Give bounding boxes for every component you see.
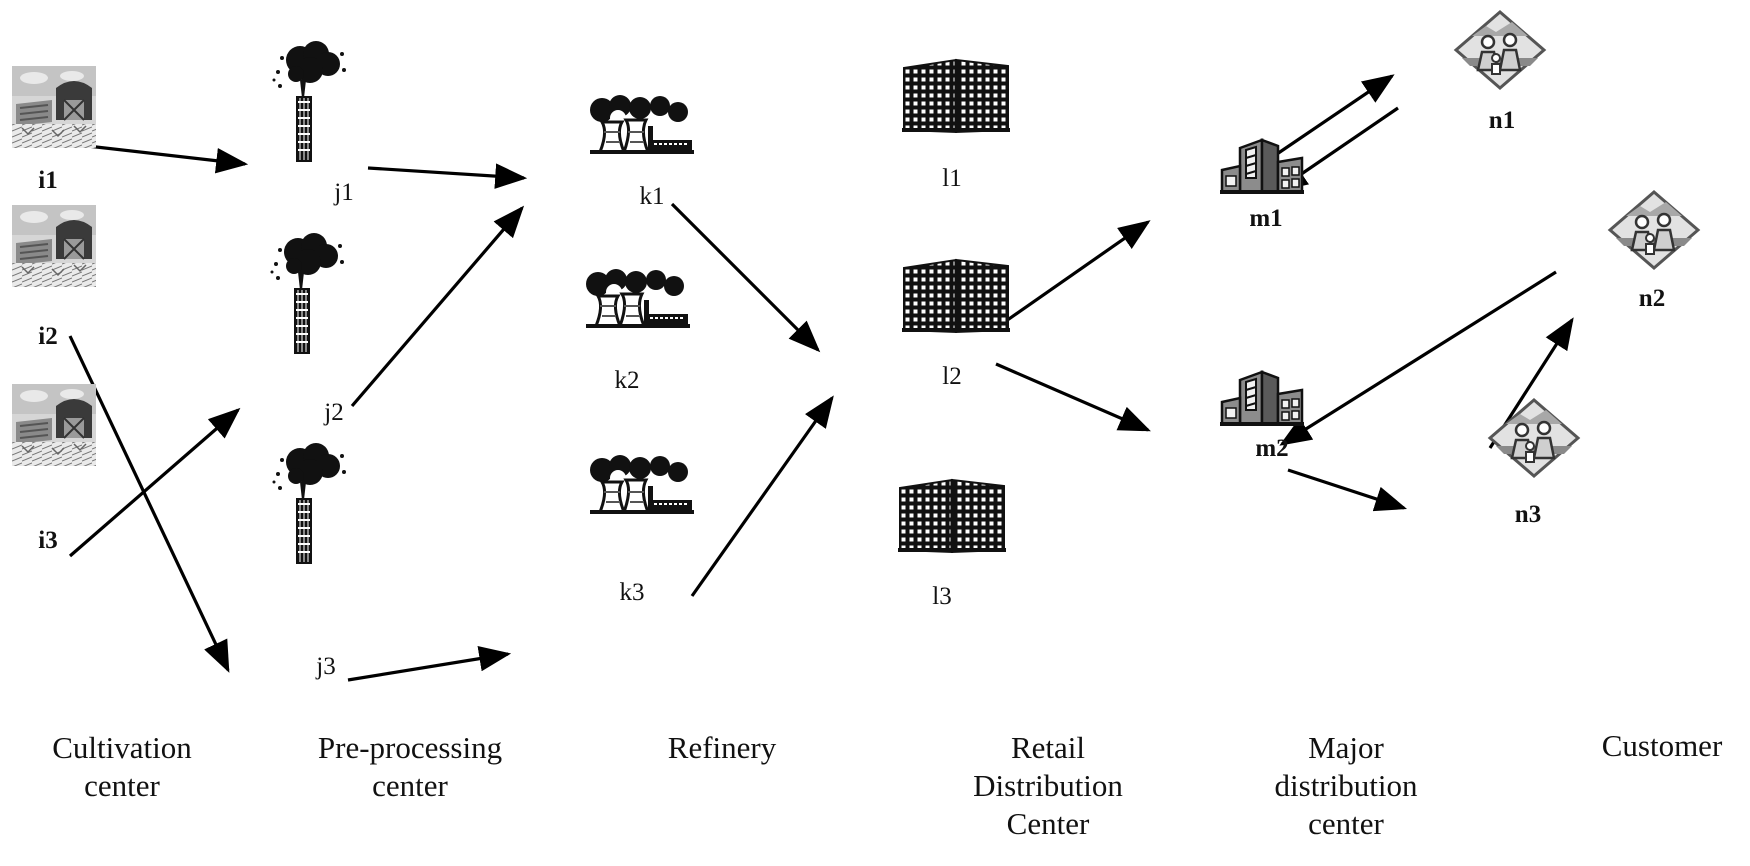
edge-j1-to-k1 xyxy=(367,163,528,189)
customer-family-icon xyxy=(1454,10,1546,90)
node-label-j2: j2 xyxy=(323,399,343,426)
stage-label-line: Cultivation xyxy=(52,730,192,765)
node-k2: k2 xyxy=(584,267,692,394)
smokestack-icon xyxy=(271,442,347,565)
office-building-icon xyxy=(900,258,1012,334)
customer-family-icon xyxy=(1608,190,1700,270)
node-label-i3: i3 xyxy=(38,527,57,554)
node-i2: i2 xyxy=(11,204,97,350)
node-label-k1: k1 xyxy=(640,183,665,210)
edges-layer xyxy=(68,74,1574,682)
node-label-n1: n1 xyxy=(1489,107,1515,134)
office-building-icon xyxy=(896,478,1008,554)
nodes-layer: i1 i2 i3 j1 j2 j3 k1 k2 k3 l1 l2 l3 m1 m2 n1 n2 n3 xyxy=(11,10,1700,680)
node-k3: k3 xyxy=(588,453,696,606)
edge-i1-to-j1 xyxy=(69,142,249,174)
stage-label-line: Retail xyxy=(1011,730,1085,765)
edge-m2-to-n3 xyxy=(1287,468,1408,512)
node-m2: m2 xyxy=(1218,370,1306,462)
stage-label-line: Distribution xyxy=(973,768,1123,803)
stage-label-line: distribution xyxy=(1275,768,1418,803)
node-i3: i3 xyxy=(11,383,97,554)
node-label-i2: i2 xyxy=(38,323,57,350)
node-label-m1: m1 xyxy=(1249,205,1282,232)
stage-label-line: Customer xyxy=(1602,728,1723,763)
edge-l2-to-m2 xyxy=(995,362,1151,432)
node-label-n2: n2 xyxy=(1639,285,1665,312)
node-label-j1: j1 xyxy=(333,179,353,206)
edge-i3-to-j2 xyxy=(68,407,241,558)
node-m1: m1 xyxy=(1218,138,1306,232)
node-label-i1: i1 xyxy=(38,167,57,194)
warehouse-building-icon xyxy=(1218,370,1306,428)
node-k1: k1 xyxy=(588,93,696,210)
node-label-k3: k3 xyxy=(620,579,645,606)
node-label-l2: l2 xyxy=(942,363,961,390)
stage-label-line: center xyxy=(84,768,160,803)
node-l2: l2 xyxy=(900,258,1012,390)
node-n1: n1 xyxy=(1454,10,1546,134)
node-n2: n2 xyxy=(1608,190,1700,312)
node-label-k2: k2 xyxy=(615,367,640,394)
stage-label-line: center xyxy=(1308,806,1384,841)
edge-i2-to-j3 xyxy=(68,335,230,673)
node-l1: l1 xyxy=(900,58,1012,192)
edge-k3-to-l2 xyxy=(690,395,834,597)
node-n3: n3 xyxy=(1488,398,1580,528)
warehouse-building-icon xyxy=(1218,138,1306,196)
edge-n2-to-m2 xyxy=(1279,270,1557,446)
stage-label-line: Pre-processing xyxy=(318,730,502,765)
refinery-icon xyxy=(584,267,692,330)
farm-icon xyxy=(11,65,97,149)
customer-family-icon xyxy=(1488,398,1580,478)
node-j1: j1 xyxy=(271,40,354,206)
edge-j2-to-k1 xyxy=(350,205,525,408)
node-i1: i1 xyxy=(11,65,97,194)
farm-icon xyxy=(11,204,97,288)
node-label-j3: j3 xyxy=(315,653,335,680)
farm-icon xyxy=(11,383,97,467)
stage-label-refinery: Refinery xyxy=(668,730,777,765)
stage-label-line: Center xyxy=(1007,806,1090,841)
edge-m1-to-n1 xyxy=(1273,74,1395,158)
smokestack-icon xyxy=(269,232,345,355)
office-building-icon xyxy=(900,58,1012,134)
node-j2: j2 xyxy=(269,232,345,426)
node-label-l3: l3 xyxy=(932,583,951,610)
stage-label-line: Major xyxy=(1308,730,1384,765)
edge-k1-to-l2 xyxy=(670,202,821,353)
edge-l2-to-m1 xyxy=(995,220,1151,330)
node-label-m2: m2 xyxy=(1255,435,1288,462)
stage-label-line: center xyxy=(372,768,448,803)
node-j3: j3 xyxy=(271,442,347,680)
node-l3: l3 xyxy=(896,478,1008,610)
edge-j3-to-k3 xyxy=(347,645,512,682)
stage-label-line: Refinery xyxy=(668,730,777,765)
node-label-l1: l1 xyxy=(942,165,961,192)
refinery-icon xyxy=(588,93,696,156)
refinery-icon xyxy=(588,453,696,516)
stage-label-customer: Customer xyxy=(1602,728,1723,763)
smokestack-icon xyxy=(271,40,347,163)
node-label-n3: n3 xyxy=(1515,501,1541,528)
